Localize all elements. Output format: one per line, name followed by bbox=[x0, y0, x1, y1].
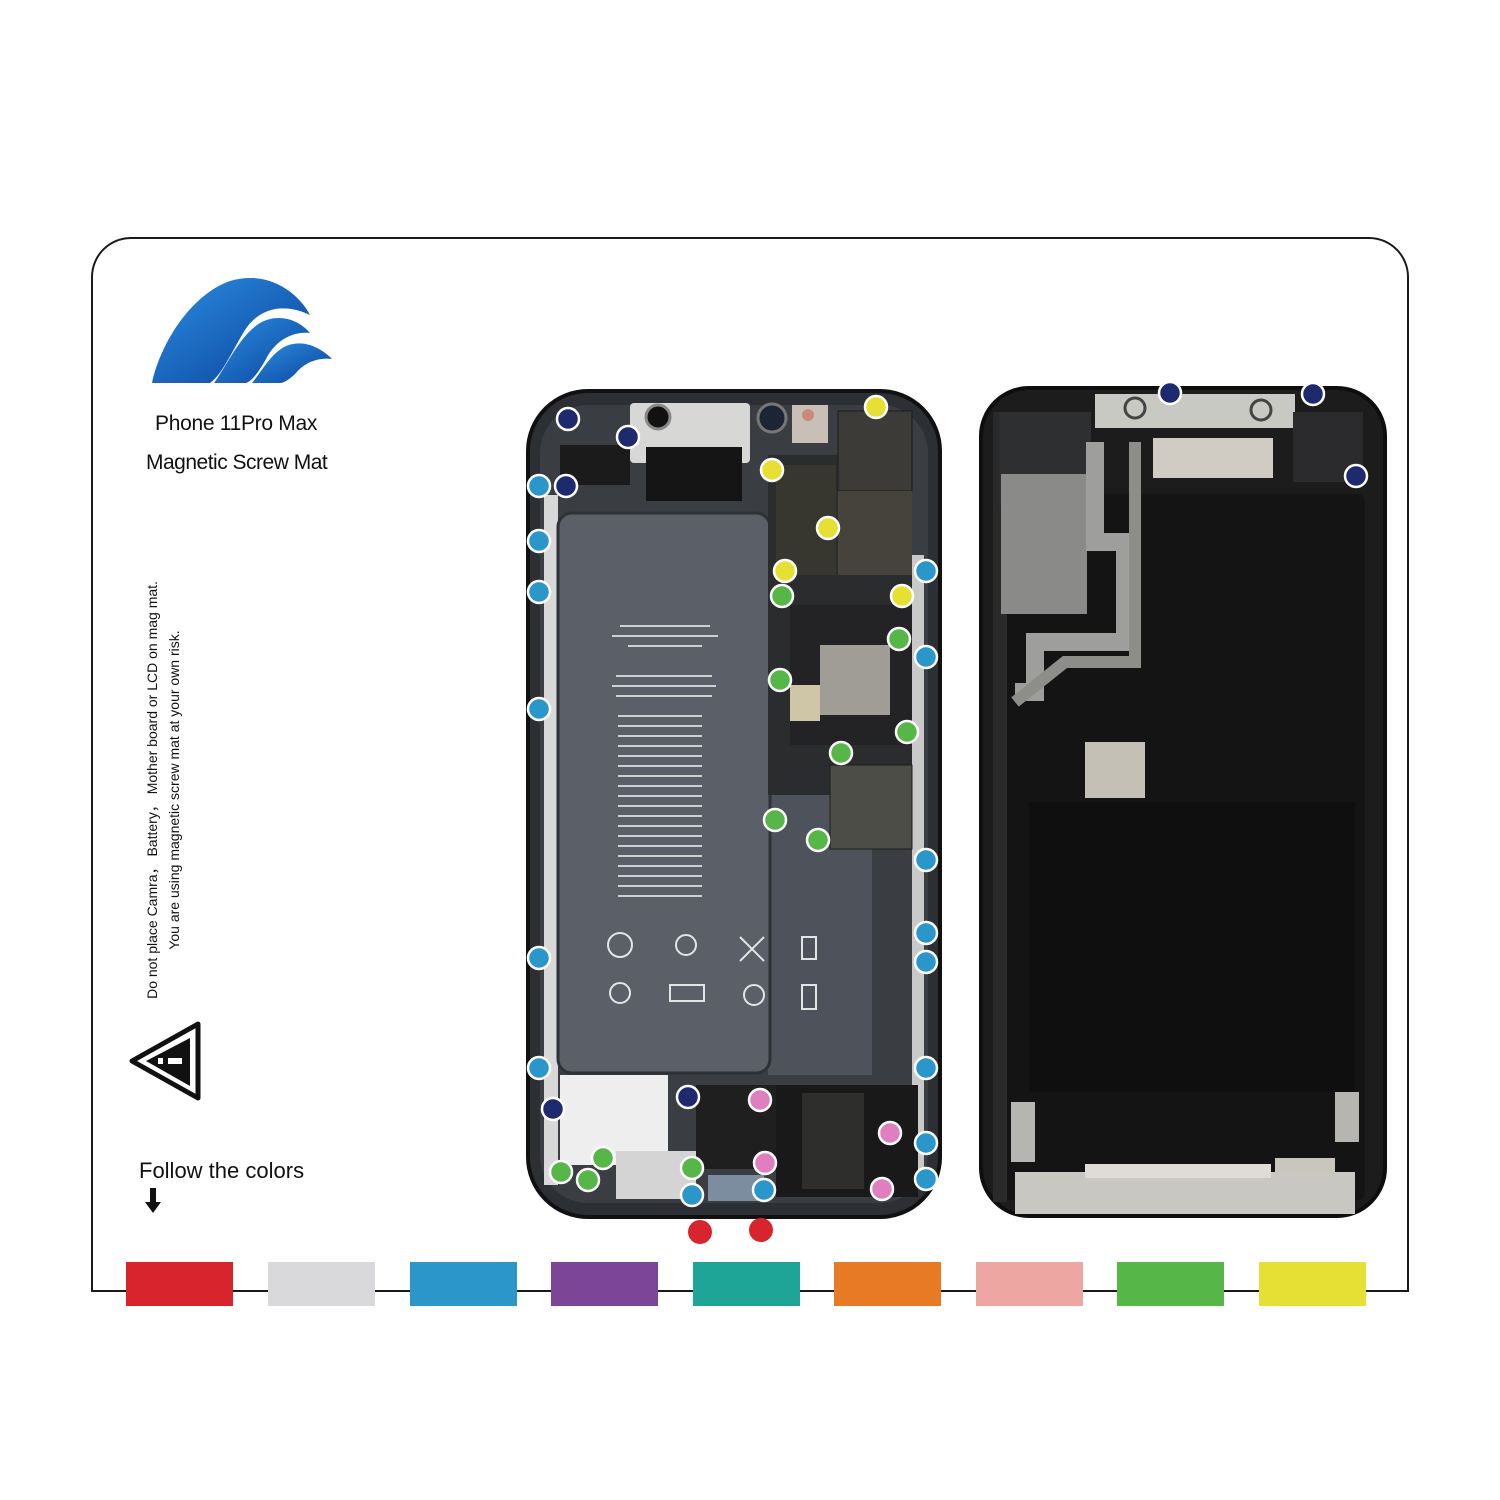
screw-position-marker[interactable] bbox=[751, 1177, 777, 1203]
screw-position-marker[interactable] bbox=[769, 583, 795, 609]
screw-position-marker[interactable] bbox=[688, 1220, 712, 1244]
mat-edge bbox=[516, 1290, 551, 1292]
screw-position-marker[interactable] bbox=[555, 406, 581, 432]
screw-position-marker[interactable] bbox=[913, 1166, 939, 1192]
brand-wave-logo bbox=[152, 277, 332, 383]
color-swatch bbox=[268, 1262, 375, 1306]
screw-position-marker[interactable] bbox=[679, 1182, 705, 1208]
screw-position-marker[interactable] bbox=[747, 1087, 773, 1113]
screw-position-marker[interactable] bbox=[759, 457, 785, 483]
screw-position-marker[interactable] bbox=[526, 579, 552, 605]
down-arrow-icon bbox=[145, 1188, 161, 1213]
mat-edge bbox=[374, 1290, 410, 1292]
screw-position-marker[interactable] bbox=[913, 949, 939, 975]
color-swatch bbox=[410, 1262, 517, 1306]
screw-position-marker[interactable] bbox=[913, 644, 939, 670]
follow-colors-label: Follow the colors bbox=[139, 1158, 305, 1183]
screw-position-marker[interactable] bbox=[679, 1155, 705, 1181]
screw-position-marker[interactable] bbox=[877, 1120, 903, 1146]
screw-position-marker[interactable] bbox=[894, 719, 920, 745]
screw-position-marker[interactable] bbox=[553, 473, 579, 499]
screw-position-marker[interactable] bbox=[540, 1096, 566, 1122]
color-swatch bbox=[126, 1262, 233, 1306]
screw-position-marker[interactable] bbox=[762, 807, 788, 833]
mat-edge bbox=[91, 1290, 127, 1292]
screw-position-marker[interactable] bbox=[615, 424, 641, 450]
screw-position-marker[interactable] bbox=[815, 515, 841, 541]
screw-position-marker[interactable] bbox=[675, 1084, 701, 1110]
screw-position-marker[interactable] bbox=[548, 1159, 574, 1185]
screw-position-marker[interactable] bbox=[913, 1055, 939, 1081]
screw-position-marker[interactable] bbox=[1343, 463, 1369, 489]
screw-position-marker[interactable] bbox=[752, 1150, 778, 1176]
screw-position-marker[interactable] bbox=[913, 847, 939, 873]
color-swatch bbox=[551, 1262, 658, 1306]
screw-position-marker[interactable] bbox=[772, 558, 798, 584]
warning-triangle-icon bbox=[129, 1021, 201, 1101]
screw-position-marker[interactable] bbox=[869, 1176, 895, 1202]
screw-position-marker[interactable] bbox=[526, 528, 552, 554]
screw-position-marker[interactable] bbox=[889, 583, 915, 609]
color-swatch bbox=[834, 1262, 941, 1306]
screw-position-marker[interactable] bbox=[913, 558, 939, 584]
screw-position-marker[interactable] bbox=[1157, 380, 1183, 406]
screw-position-marker[interactable] bbox=[590, 1145, 616, 1171]
color-swatch bbox=[1117, 1262, 1224, 1306]
screw-position-marker[interactable] bbox=[828, 740, 854, 766]
mat-subtitle: Magnetic Screw Mat bbox=[146, 451, 328, 474]
screw-position-marker[interactable] bbox=[805, 827, 831, 853]
mat-edge bbox=[1365, 1290, 1409, 1292]
color-swatch bbox=[1259, 1262, 1366, 1306]
screw-position-marker[interactable] bbox=[913, 920, 939, 946]
product-title: Phone 11Pro Max bbox=[155, 412, 318, 435]
screw-position-marker[interactable] bbox=[749, 1218, 773, 1242]
color-swatch bbox=[976, 1262, 1083, 1306]
mat-edge bbox=[1082, 1290, 1117, 1292]
mat-edge bbox=[233, 1290, 268, 1292]
mat-edge bbox=[1223, 1290, 1259, 1292]
screw-position-marker[interactable] bbox=[767, 667, 793, 693]
screw-position-marker[interactable] bbox=[1300, 381, 1326, 407]
screw-position-marker[interactable] bbox=[886, 626, 912, 652]
mat-edge bbox=[799, 1290, 834, 1292]
screw-position-marker[interactable] bbox=[526, 696, 552, 722]
screw-position-marker[interactable] bbox=[526, 945, 552, 971]
mat-edge bbox=[657, 1290, 693, 1292]
screw-position-marker[interactable] bbox=[526, 1055, 552, 1081]
color-swatch bbox=[693, 1262, 800, 1306]
phone-display-view bbox=[979, 386, 1387, 1218]
phone-internal-view bbox=[526, 389, 942, 1219]
screw-position-marker[interactable] bbox=[913, 1130, 939, 1156]
screw-position-marker[interactable] bbox=[575, 1167, 601, 1193]
mat-edge bbox=[940, 1290, 976, 1292]
screw-position-marker[interactable] bbox=[863, 394, 889, 420]
screw-position-marker[interactable] bbox=[526, 473, 552, 499]
